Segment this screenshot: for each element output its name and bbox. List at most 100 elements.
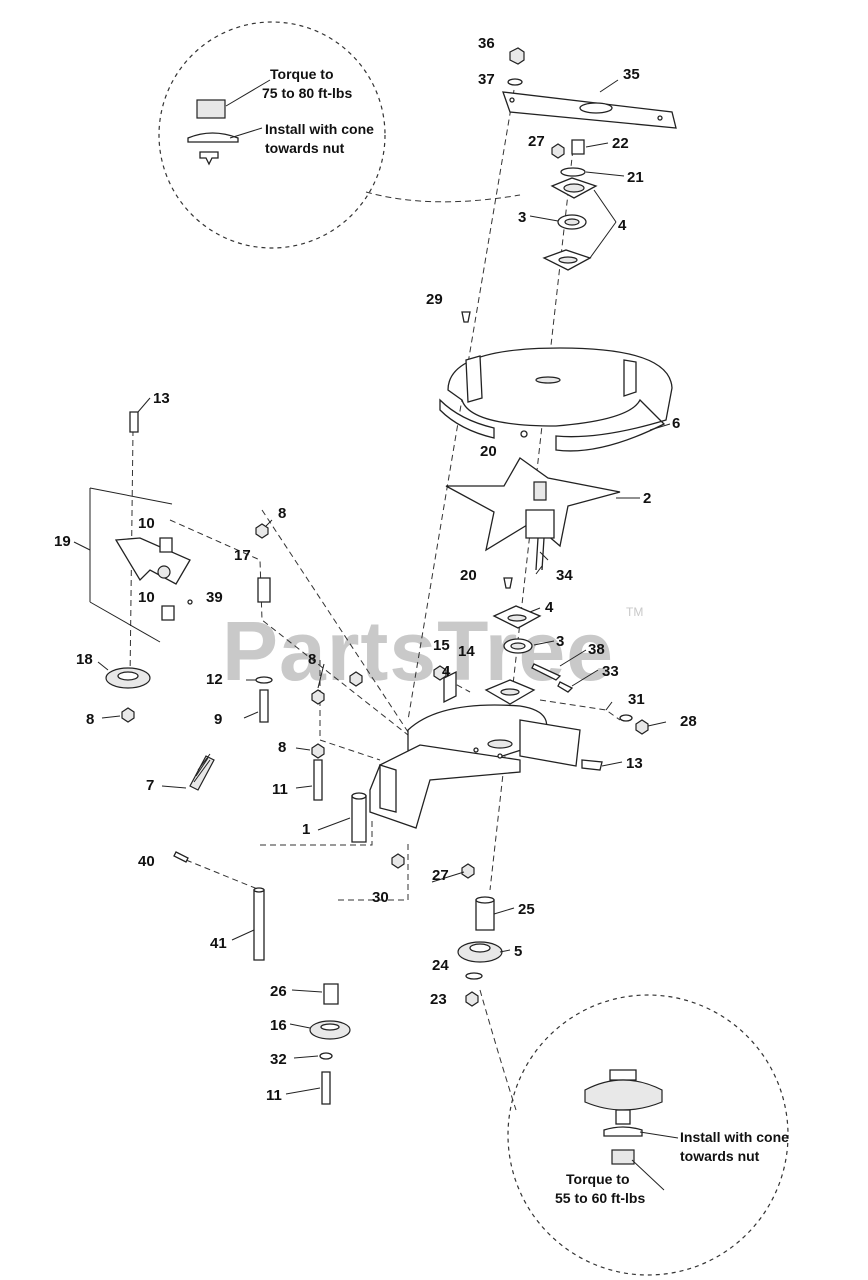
bushing-10-lower	[161, 605, 175, 621]
callout-14: 14	[458, 643, 475, 660]
bottom-torque-line2: 55 to 60 ft-lbs	[555, 1190, 645, 1206]
top-torque-line2: 75 to 80 ft-lbs	[262, 85, 352, 101]
detail-nut-icon	[196, 99, 226, 119]
callout-27b: 27	[432, 867, 449, 884]
callout-17: 17	[234, 547, 251, 564]
callout-20: 20	[480, 443, 497, 460]
mounting-plate	[502, 91, 677, 129]
callout-37: 37	[478, 71, 495, 88]
impeller	[445, 457, 621, 571]
pivot-1	[351, 795, 367, 843]
callout-8: 8	[278, 505, 286, 522]
nut-33	[557, 681, 574, 693]
bracket-14	[443, 670, 457, 704]
callout-9: 9	[214, 711, 222, 728]
group-19-bracket	[89, 487, 173, 505]
callout-34: 34	[556, 567, 573, 584]
washer-21	[560, 167, 586, 177]
spacer-25	[475, 899, 495, 931]
callout-11: 11	[272, 781, 288, 798]
callout-29: 29	[426, 291, 443, 308]
callout-18: 18	[76, 651, 93, 668]
watermark-tm: TM	[626, 605, 643, 619]
callout-32: 32	[270, 1051, 287, 1068]
bolt-20-lower	[503, 577, 513, 589]
nut-8-lower	[311, 743, 325, 759]
washer-32	[319, 1052, 333, 1060]
nut-23	[465, 991, 479, 1007]
callout-4c: 4	[442, 663, 451, 680]
callout-1: 1	[302, 821, 310, 838]
watermark: PartsTree	[222, 604, 614, 698]
callout-21: 21	[627, 169, 644, 186]
callout-13b: 13	[626, 755, 643, 772]
nut-8-mid	[311, 689, 325, 705]
rod-41	[253, 889, 265, 961]
detail-cone-washer-icon	[187, 132, 239, 143]
callout-35: 35	[623, 66, 640, 83]
nut-30	[391, 853, 405, 869]
detail-cone-washer-2-icon	[603, 1126, 643, 1137]
spacer-17	[257, 577, 271, 603]
callout-20b: 20	[460, 567, 477, 584]
callout-38: 38	[588, 641, 605, 658]
bushing-10-top	[159, 537, 173, 553]
callout-10: 10	[138, 515, 155, 532]
callout-23: 23	[430, 991, 447, 1008]
callout-22: 22	[612, 135, 629, 152]
leader-lines	[73, 79, 671, 1095]
callout-39: 39	[206, 589, 223, 606]
callout-27: 27	[528, 133, 545, 150]
callout-8c: 8	[86, 711, 94, 728]
callout-24: 24	[432, 957, 449, 974]
spring-7	[189, 755, 215, 791]
pin-39	[187, 599, 193, 605]
callout-25: 25	[518, 901, 535, 918]
callout-7: 7	[146, 777, 154, 794]
callout-41: 41	[210, 935, 227, 952]
callout-31: 31	[628, 691, 645, 708]
idler-arm	[114, 537, 191, 585]
top-cone-line1: Install with cone	[265, 121, 374, 137]
callout-11b: 11	[266, 1087, 282, 1104]
top-torque-line1: Torque to	[270, 66, 334, 82]
spacer-22	[571, 139, 585, 155]
bolt-38	[531, 663, 562, 681]
callout-numbers: 36 37 35 27 22 21 3 4 29 6 20 2 13 19 10…	[54, 35, 697, 1104]
bottom-detail-callout: Install with cone towards nut Torque to …	[479, 989, 789, 1276]
bolt-29	[461, 311, 471, 323]
nut-8-right	[349, 671, 363, 687]
callout-6: 6	[672, 415, 680, 432]
callout-28: 28	[680, 713, 697, 730]
main-frame	[369, 704, 581, 829]
callout-4: 4	[618, 217, 627, 234]
nut-8-left	[121, 707, 135, 723]
detail-pulley-icon	[584, 1079, 663, 1111]
callout-12: 12	[206, 671, 223, 688]
callout-13: 13	[153, 390, 170, 407]
bolt-13-right	[581, 759, 603, 771]
callout-3b: 3	[556, 633, 564, 650]
bolt-13-left	[129, 411, 139, 433]
callout-40: 40	[138, 853, 155, 870]
detail-shaft-icon	[199, 151, 219, 166]
callout-2: 2	[643, 490, 651, 507]
bolt-11-upper	[313, 759, 323, 801]
callout-19: 19	[54, 533, 71, 550]
washer-37	[507, 78, 523, 86]
callout-8d: 8	[278, 739, 286, 756]
callout-33: 33	[602, 663, 619, 680]
callout-30: 30	[372, 889, 389, 906]
callout-16: 16	[270, 1017, 287, 1034]
callout-8b: 8	[308, 651, 316, 668]
nut-28	[635, 719, 649, 735]
fan-housing	[439, 347, 673, 452]
washer-24	[465, 972, 483, 980]
bottom-torque-line1: Torque to	[566, 1171, 630, 1187]
nut-27-top	[551, 143, 565, 159]
nut-15	[433, 665, 447, 681]
callout-10b: 10	[138, 589, 155, 606]
callout-5: 5	[514, 943, 522, 960]
callout-26: 26	[270, 983, 287, 1000]
